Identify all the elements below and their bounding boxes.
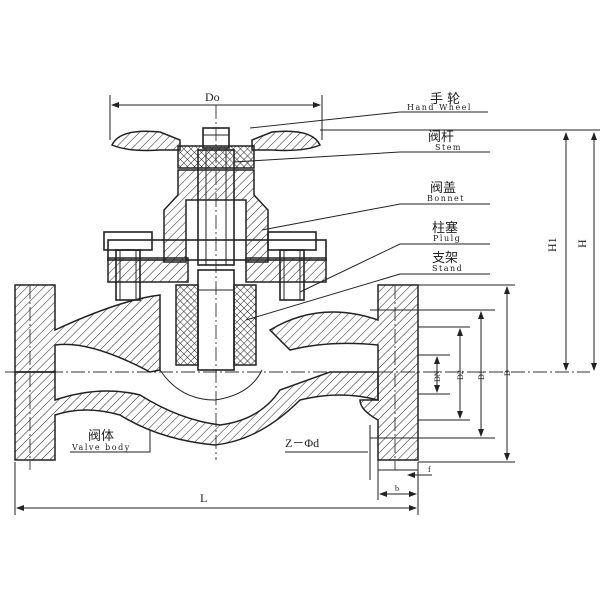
svg-text:支架: 支架 [432,251,458,266]
stem [197,149,235,266]
label-stem: 阀杆 Stem [233,130,490,163]
dim-l: L [14,462,419,515]
dim-f-b: f b [377,462,432,500]
svg-text:柱塞: 柱塞 [432,220,458,236]
dim-h: H1 H [320,129,600,371]
valve-body [14,284,419,461]
svg-text:手 轮: 手 轮 [430,92,460,107]
svg-text:D: D [503,370,512,376]
hand-wheel [110,127,322,169]
dim-do: Do [109,90,323,140]
plug [175,269,257,371]
svg-text:DN: DN [433,370,442,382]
svg-text:D1: D1 [477,370,486,380]
svg-text:f: f [428,465,431,474]
svg-text:Stem: Stem [435,143,462,152]
svg-text:Z－Φd: Z－Φd [285,436,319,450]
svg-text:D2: D2 [456,370,465,380]
svg-text:H1: H1 [545,237,559,252]
svg-text:Do: Do [205,90,220,104]
svg-text:L: L [200,491,207,505]
svg-text:H: H [575,239,589,248]
svg-text:Stand: Stand [432,264,463,273]
label-stand: 支架 Stand [245,251,490,321]
bonnet [103,149,327,301]
svg-text:阀杆: 阀杆 [428,130,454,145]
svg-text:Bonnet: Bonnet [427,194,465,203]
svg-text:b: b [395,484,399,493]
svg-text:Plulg: Plulg [433,234,461,243]
svg-text:Hand Wheel: Hand Wheel [407,103,472,112]
svg-text:阀体: 阀体 [88,429,114,444]
dim-diameters: DN D2 D1 D [370,284,515,463]
dim-bolt-holes: Z－Φd [285,425,379,480]
svg-text:Valve body: Valve body [71,443,131,452]
svg-text:阀盖: 阀盖 [430,181,456,196]
label-bonnet: 阀盖 Bonnet [261,181,490,231]
label-valve-body: 阀体 Valve body [70,429,151,453]
label-plug: 柱塞 Plulg [299,220,490,293]
label-hand-wheel: 手 轮 Hand Wheel [249,92,488,129]
